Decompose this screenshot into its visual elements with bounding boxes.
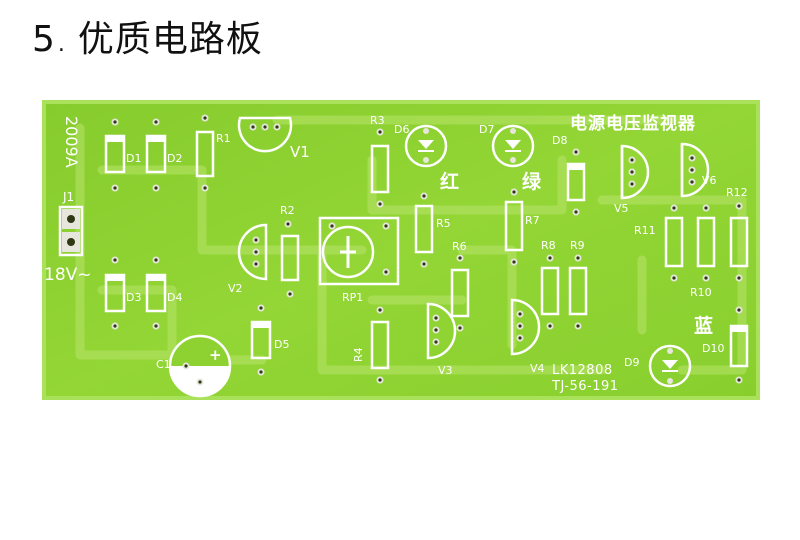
led-d9: [648, 344, 692, 388]
label-v4: V4: [530, 362, 545, 375]
diode-d1: [104, 118, 126, 192]
label-green: 绿: [522, 170, 542, 193]
diode-d8: [566, 148, 586, 216]
board-title: 电源电压监视器: [570, 113, 696, 134]
diode-d10: [729, 306, 749, 384]
label-r1: R1: [216, 132, 231, 145]
label-r10: R10: [690, 286, 712, 299]
transistor-v2: [237, 223, 268, 281]
pcb-board: 2009A J1 18V~ D1 D2 D3 D4: [42, 100, 760, 400]
resistor-r6: [450, 254, 470, 332]
label-c1: C1: [156, 358, 171, 371]
board-substrate: [42, 100, 760, 400]
led-d7: [491, 124, 535, 168]
label-r11: R11: [634, 224, 656, 237]
label-d10: D10: [702, 342, 724, 355]
label-r8: R8: [541, 239, 556, 252]
diode-d2: [145, 118, 167, 192]
label-r7: R7: [525, 214, 540, 227]
transistor-v4: [510, 298, 541, 356]
model-label: LK12808: [552, 363, 613, 378]
label-d1: D1: [126, 152, 141, 165]
transistor-v1: [237, 116, 293, 153]
resistor-r11: [664, 204, 684, 282]
transistor-v6: [680, 142, 710, 198]
label-rp1: RP1: [342, 291, 363, 304]
label-v2: V2: [228, 282, 243, 295]
label-18v: 18V~: [44, 265, 92, 285]
serial-label: TJ-56-191: [551, 379, 619, 394]
resistor-r2: [280, 220, 300, 298]
heading-separator: .: [57, 32, 66, 57]
page-heading: 5. 优质电路板: [32, 10, 263, 62]
resistor-r7: [504, 188, 524, 266]
label-v5: V5: [614, 202, 629, 215]
label-r9: R9: [570, 239, 585, 252]
label-r3: R3: [370, 114, 385, 127]
label-d2: D2: [167, 152, 182, 165]
connector-j1: [58, 205, 84, 257]
label-d7: D7: [479, 123, 494, 136]
pcb-photo: 2009A J1 18V~ D1 D2 D3 D4: [42, 100, 760, 400]
label-r4: R4: [352, 347, 365, 362]
board-edge: [42, 100, 760, 400]
label-j1: J1: [62, 190, 74, 204]
led-d6: [404, 124, 448, 168]
potentiometer-rp1: [318, 216, 400, 286]
resistor-r4: [370, 306, 390, 384]
capacitor-c1: [168, 334, 232, 398]
label-d8: D8: [552, 134, 567, 147]
diode-d4: [145, 256, 167, 330]
transistor-v5: [620, 144, 650, 200]
label-blue: 蓝: [694, 314, 713, 337]
resistor-r9: [568, 254, 588, 330]
label-d6: D6: [394, 123, 409, 136]
label-v6: V6: [702, 174, 717, 187]
resistor-r5: [414, 192, 434, 268]
transistor-v3: [426, 302, 457, 360]
label-c1-plus: +: [209, 346, 222, 364]
resistor-r12: [729, 202, 749, 282]
label-d4: D4: [167, 291, 182, 304]
heading-number: 5: [32, 19, 56, 60]
resistor-r8: [540, 254, 560, 330]
label-d9: D9: [624, 356, 639, 369]
heading-title: 优质电路板: [77, 19, 263, 60]
label-r6: R6: [452, 240, 467, 253]
label-r12: R12: [726, 186, 748, 199]
label-v1: V1: [290, 143, 310, 161]
resistor-r1: [195, 114, 215, 192]
label-r2: R2: [280, 204, 295, 217]
diode-d3: [104, 256, 126, 330]
resistor-r10: [696, 204, 716, 282]
label-d3: D3: [126, 291, 141, 304]
label-red: 红: [440, 170, 459, 193]
board-code-label: 2009A: [62, 116, 81, 168]
resistor-r3: [370, 128, 390, 208]
diode-d5: [250, 304, 272, 376]
label-v3: V3: [438, 364, 453, 377]
label-r5: R5: [436, 217, 451, 230]
label-d5: D5: [274, 338, 289, 351]
